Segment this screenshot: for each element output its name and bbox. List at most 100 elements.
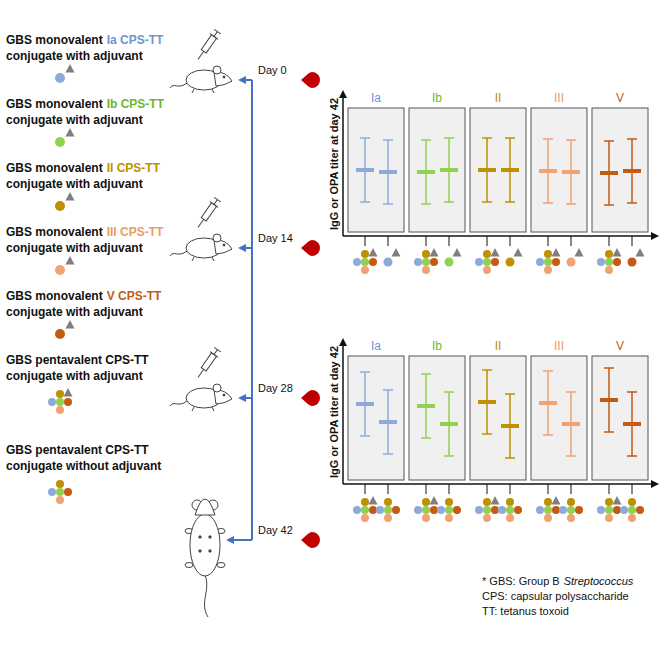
label-text: Day 14 bbox=[258, 232, 293, 244]
label-text: GBS pentavalent CPS-TT conjugate without… bbox=[6, 443, 161, 473]
arrow-head bbox=[238, 244, 246, 252]
axis-tick bbox=[632, 236, 633, 246]
axis-tick bbox=[487, 236, 488, 246]
panel-title: Ia bbox=[348, 90, 404, 106]
label-line: TT: tetanus toxoid bbox=[482, 604, 633, 619]
axis-tick bbox=[632, 484, 633, 494]
mouse-tail bbox=[205, 575, 208, 617]
serotype-dot bbox=[605, 258, 613, 266]
serotype-dot bbox=[369, 258, 377, 266]
serotype-dot bbox=[453, 506, 461, 514]
serotype-dot bbox=[514, 506, 522, 514]
serotype-dot bbox=[506, 514, 514, 522]
label-line: Day 42 bbox=[258, 523, 293, 538]
serotype-dot bbox=[597, 258, 605, 266]
label-text: V CPS-TT bbox=[107, 289, 162, 303]
axis-tick bbox=[609, 484, 610, 494]
mean-bar bbox=[440, 168, 458, 172]
syringe-needle bbox=[198, 369, 204, 377]
injection-site bbox=[199, 536, 201, 538]
serotype-dot bbox=[430, 258, 438, 266]
arrow-head bbox=[238, 394, 246, 402]
mouse-tail bbox=[170, 401, 187, 406]
serotype-dot bbox=[384, 506, 392, 514]
serotype-dot bbox=[506, 258, 515, 267]
label-text: Streptococcus bbox=[564, 575, 634, 587]
x-axis bbox=[343, 235, 652, 237]
mean-bar bbox=[356, 168, 374, 172]
serotype-panel: Ib bbox=[409, 338, 465, 480]
mean-bar bbox=[478, 400, 496, 404]
label-line: Day 28 bbox=[258, 381, 293, 396]
panel-ground bbox=[348, 356, 404, 480]
serotype-dot bbox=[491, 506, 499, 514]
label-line: conjugate with adjuvant bbox=[6, 176, 160, 192]
mouse-ear bbox=[213, 234, 221, 242]
adjuvant-triangle bbox=[430, 248, 439, 257]
adjuvant-triangle bbox=[392, 248, 401, 257]
serotype-dot bbox=[430, 506, 438, 514]
serotype-dot bbox=[552, 258, 560, 266]
injection-site bbox=[199, 550, 201, 552]
panel-ground bbox=[592, 108, 648, 232]
serotype-dot bbox=[56, 480, 64, 488]
arrow-head bbox=[238, 76, 246, 84]
label-text: conjugate with adjuvant bbox=[6, 177, 143, 191]
label-group: Day 0 bbox=[258, 63, 287, 78]
serotype-dot bbox=[414, 258, 422, 266]
serotype-dot bbox=[567, 258, 576, 267]
x-axis bbox=[343, 483, 652, 485]
serotype-dot bbox=[361, 266, 369, 274]
mouse-side bbox=[170, 384, 232, 411]
adjuvant-triangle bbox=[552, 248, 561, 257]
serotype-dot bbox=[55, 201, 65, 211]
mouse-head bbox=[195, 499, 215, 515]
serotype-panel: V bbox=[592, 338, 648, 480]
serotype-dot bbox=[445, 506, 453, 514]
axis-tick bbox=[449, 236, 450, 246]
blood-drop bbox=[301, 240, 320, 256]
serotype-dot bbox=[483, 514, 491, 522]
label-group: Day 14 bbox=[258, 231, 293, 246]
axis-tick bbox=[365, 236, 366, 246]
serotype-dot bbox=[376, 506, 384, 514]
y-axis bbox=[342, 344, 344, 484]
axis-title: IgG or OPA titer at day 42 bbox=[327, 79, 341, 249]
label-text: GBS pentavalent CPS-TT conjugate with ad… bbox=[6, 353, 149, 383]
label-text: Day 42 bbox=[258, 524, 293, 536]
serotype-dot bbox=[353, 258, 361, 266]
serotype-dot bbox=[628, 506, 636, 514]
mean-bar bbox=[356, 402, 374, 406]
serotype-dot bbox=[384, 258, 393, 267]
serotype-dot bbox=[536, 506, 544, 514]
mean-bar bbox=[379, 420, 397, 424]
axis-tick bbox=[548, 484, 549, 494]
label-text: GBS monovalent bbox=[6, 97, 103, 111]
syringe-needle bbox=[198, 219, 204, 227]
label-line: Day 14 bbox=[258, 231, 293, 246]
mean-bar bbox=[562, 422, 580, 426]
serotype-dot bbox=[544, 514, 552, 522]
label-group: * GBS: Group BStreptococcusCPS: capsular… bbox=[482, 574, 633, 619]
label-line: GBS monovalentII CPS-TT bbox=[6, 160, 160, 176]
adjuvant-triangle bbox=[66, 256, 75, 265]
mouse-tail bbox=[170, 83, 187, 88]
serotype-dot bbox=[628, 258, 637, 267]
serotype-dot bbox=[605, 250, 613, 258]
label-line: conjugate with adjuvant bbox=[6, 304, 161, 320]
mean-bar bbox=[417, 170, 435, 174]
serotype-panel: III bbox=[531, 338, 587, 480]
serotype-dot bbox=[628, 498, 636, 506]
panel-title: Ia bbox=[348, 338, 404, 354]
panel-title: II bbox=[470, 90, 526, 106]
serotype-dot bbox=[56, 488, 64, 496]
mouse-leg bbox=[192, 89, 214, 93]
serotype-dot bbox=[445, 258, 454, 267]
syringe-plunger bbox=[210, 347, 222, 358]
axis-tick bbox=[510, 484, 511, 494]
mouse-leg bbox=[192, 257, 214, 261]
label-line: conjugate with adjuvant bbox=[6, 48, 163, 64]
adjuvant-triangle bbox=[66, 192, 75, 201]
label-text: CPS: capsular polysaccharide bbox=[482, 590, 629, 602]
axis-tick bbox=[449, 484, 450, 494]
